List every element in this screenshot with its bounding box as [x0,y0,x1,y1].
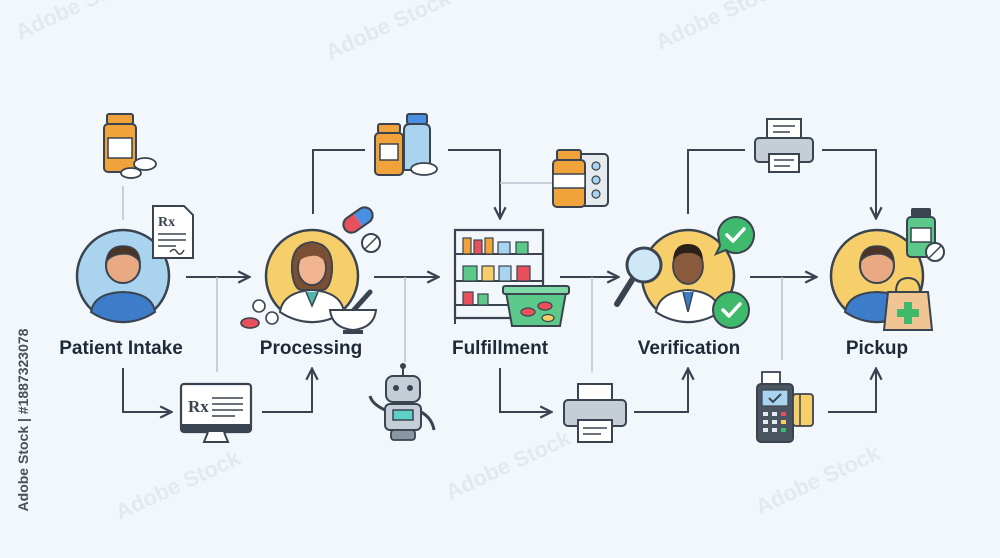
svg-text:Adobe Stock: Adobe Stock [112,445,245,525]
rx-monitor-icon: Rx [181,384,251,442]
label-printer-icon [755,119,813,172]
payment-terminal-icon [757,372,813,442]
pill-tray-icon [503,286,569,326]
pharmacist-female-avatar-icon [266,230,358,322]
stage-label-pickup: Pickup [846,338,908,360]
stage-label-patient-intake: Patient Intake [59,338,183,360]
stage-label-processing: Processing [260,338,362,360]
medicine-bottle-icon [104,114,156,178]
watermark-side-text: Adobe Stock | #1887323078 [8,300,38,540]
badge-check-icon [713,292,749,328]
stage-label-verification: Verification [638,338,740,360]
chat-check-icon [716,217,754,254]
stage-label-fulfillment: Fulfillment [452,338,548,360]
printer-icon [564,384,626,442]
svg-text:Adobe Stock: Adobe Stock [752,440,885,520]
svg-text:Adobe Stock: Adobe Stock [442,425,575,505]
loose-pills-icon [241,300,278,328]
svg-text:Adobe Stock: Adobe Stock [322,0,455,65]
svg-text:Adobe Stock: Adobe Stock [12,0,145,45]
medicine-vial-icon [907,208,944,261]
pharmacy-bottles-icon [375,114,437,175]
pharmacy-robot-icon [370,363,434,440]
svg-text:Adobe Stock: Adobe Stock [652,0,785,55]
svg-text:Rx: Rx [158,215,175,230]
bottle-blister-pack-icon [553,150,608,207]
rx-document-icon: Rx [153,206,193,258]
svg-text:Rx: Rx [188,397,209,416]
